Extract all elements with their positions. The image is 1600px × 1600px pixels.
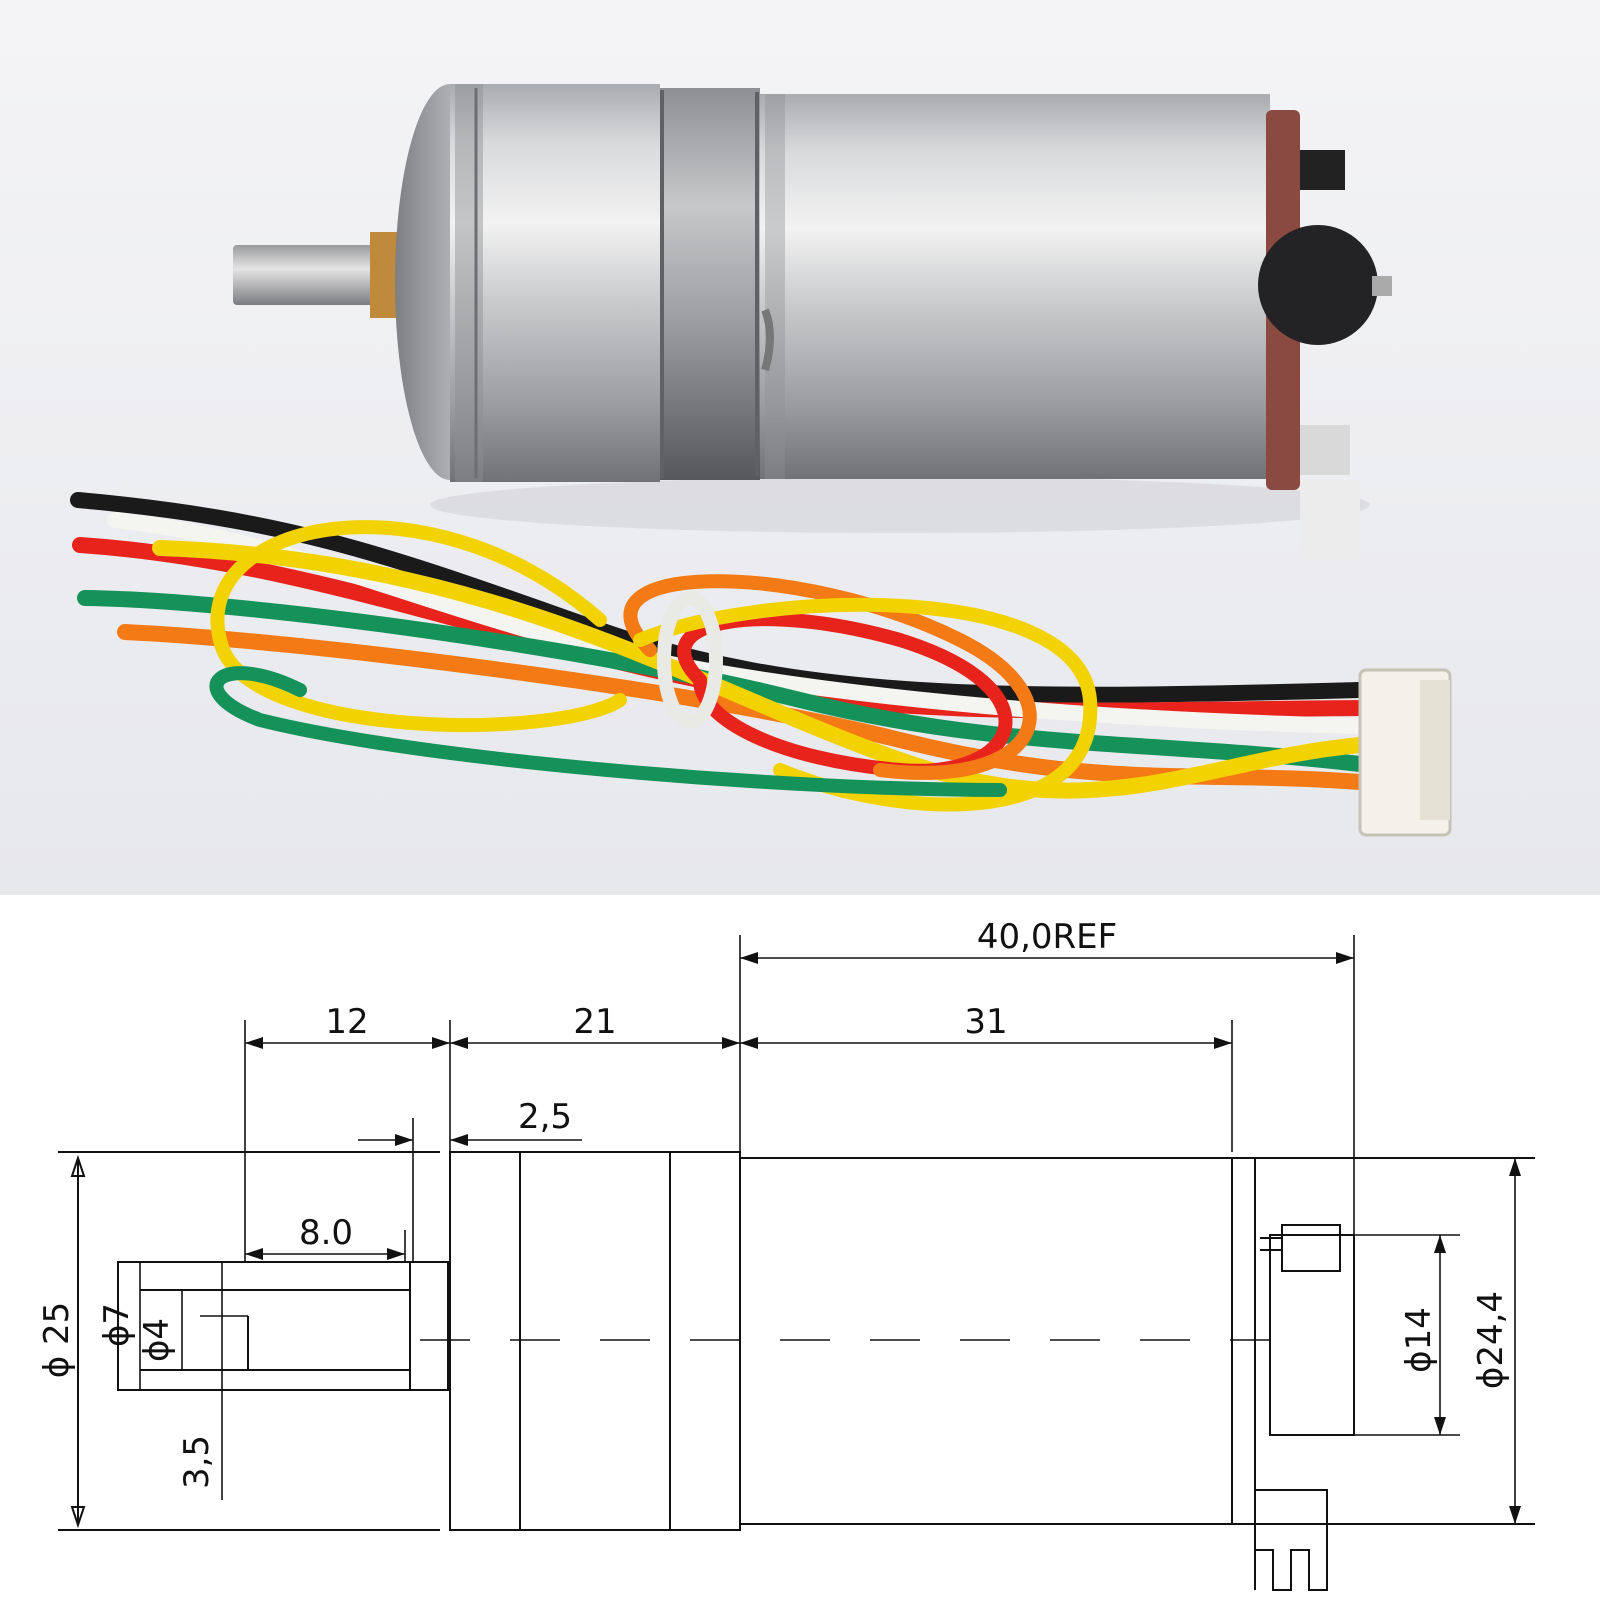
dim-motor-length: 31: [964, 1002, 1007, 1042]
dimension-drawing: 40,0REF 12 21 31 2,5 8.0 ϕ 25 ϕ7 ϕ4 3,5 …: [0, 895, 1600, 1600]
dim-flange: 2,5: [518, 1097, 572, 1137]
encoder-disc: [1258, 225, 1378, 345]
motor-can: [760, 94, 1270, 479]
dim-flat-length: 8.0: [299, 1213, 353, 1253]
dim-motor-diameter: ϕ24,4: [1471, 1291, 1511, 1389]
dim-gearbox-length: 21: [573, 1002, 616, 1042]
dim-body-diameter: ϕ 25: [37, 1302, 77, 1379]
dim-overall-ref: 40,0REF: [977, 917, 1117, 957]
gearbox-ring: [660, 88, 760, 480]
dim-shaft-boss-diameter: ϕ7: [97, 1303, 137, 1347]
motor-photo: [0, 0, 1600, 895]
dim-encoder-diameter: ϕ14: [1399, 1307, 1439, 1373]
dim-shaft-diameter: ϕ4: [137, 1318, 177, 1362]
shaft-icon: [233, 232, 398, 318]
dim-flat-depth: 3,5: [177, 1435, 217, 1489]
gearbox-ring: [450, 84, 660, 482]
wire-harness: [70, 492, 1368, 812]
dim-shaft-length: 12: [325, 1002, 368, 1042]
